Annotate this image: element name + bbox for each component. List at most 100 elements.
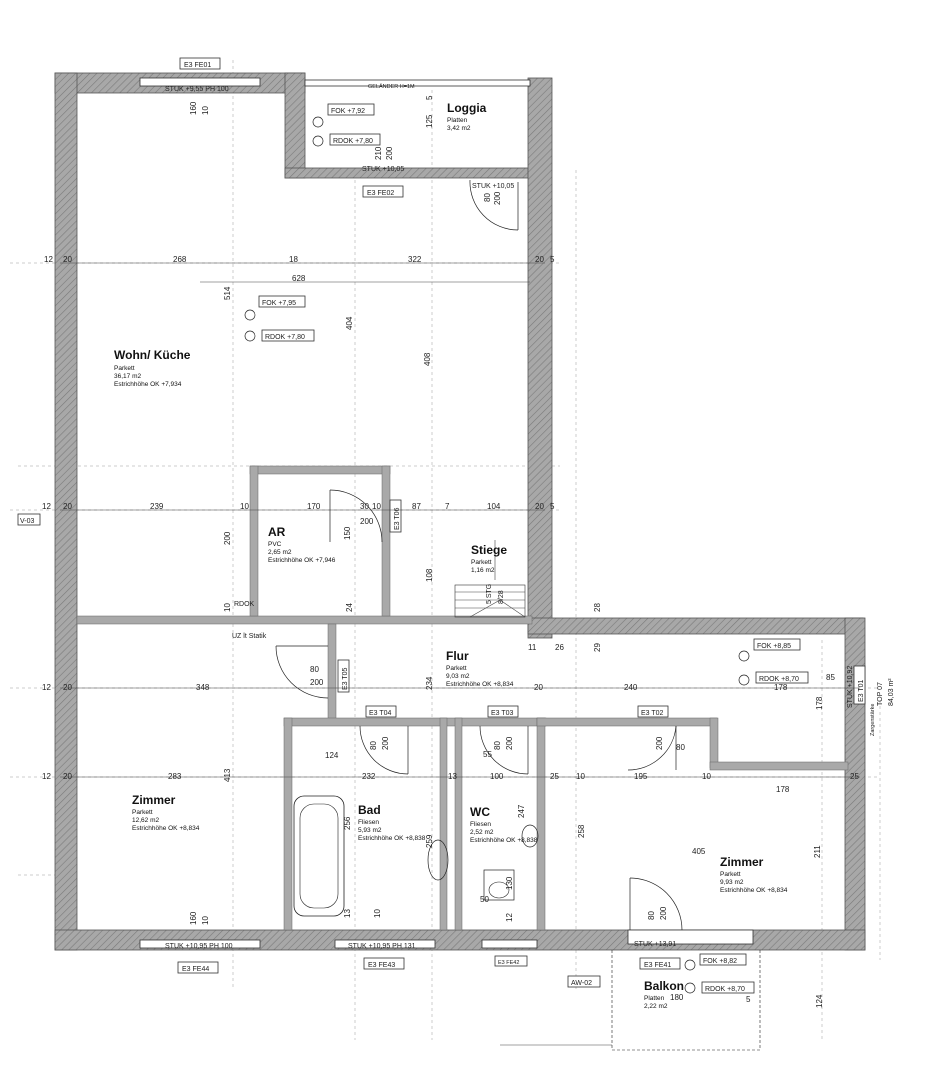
window-wohn xyxy=(139,77,261,87)
stairs xyxy=(454,540,526,618)
dim: 87 xyxy=(412,502,421,511)
tag-t04: E3 T04 xyxy=(369,710,392,717)
dim: 348 xyxy=(196,683,210,692)
dim: 12 xyxy=(42,502,51,511)
dim: 28 xyxy=(593,603,602,612)
stuk-bottom-right: STUK +13,91 xyxy=(634,941,676,948)
wall-loggia-bottom xyxy=(284,167,531,179)
dim: 11 xyxy=(528,643,537,652)
railing-loggia xyxy=(304,79,531,87)
dim: 12 xyxy=(42,683,51,692)
wall-loggia-left xyxy=(284,72,306,179)
tag-t03: E3 T03 xyxy=(491,710,514,717)
dim: 20 xyxy=(63,772,72,781)
level-fok-flur: FOK +8,85 xyxy=(757,643,791,650)
dim: 5 xyxy=(746,995,751,1004)
dim: 26 xyxy=(555,643,564,652)
dim: 13 xyxy=(448,772,457,781)
stuk-bottom-left: STUK +10,95 PH 100 xyxy=(165,943,233,950)
dim: 125 xyxy=(425,114,434,128)
dim: 232 xyxy=(362,772,376,781)
dim: 104 xyxy=(487,502,501,511)
level-boxes: FOK +7,92 RDOK +7,80 FOK +7,95 RDOK +7,8… xyxy=(258,103,809,994)
dim: 10 xyxy=(223,603,232,612)
tag-t02: E3 T02 xyxy=(641,710,664,717)
room-bad-floor: Fliesen xyxy=(358,819,379,826)
dim: 10 xyxy=(576,772,585,781)
dim: 20 xyxy=(63,502,72,511)
level-rdok-loggia: RDOK +7,80 xyxy=(333,138,373,145)
dim: 283 xyxy=(168,772,182,781)
room-ar-name: AR xyxy=(268,525,286,539)
doors xyxy=(275,179,683,931)
dim: 405 xyxy=(692,847,706,856)
room-flur-estrich: Estrichhöhe OK +8,834 xyxy=(446,681,514,688)
dim: 259 xyxy=(425,834,434,848)
label-rdok: RDOK xyxy=(234,601,255,608)
level-rdok-flur: RDOK +8,70 xyxy=(759,676,799,683)
room-wc-area: 2,52 m2 xyxy=(470,829,494,836)
dim: 108 xyxy=(425,568,434,582)
room-loggia-floor: Platten xyxy=(447,117,468,124)
label-top: TOP 07 xyxy=(877,682,884,706)
dim: 258 xyxy=(577,824,586,838)
label-uz: UZ lt Statik xyxy=(232,633,267,640)
stuk-labels: STUK +9,55 PH 100 STUK +10,05 STUK +10,0… xyxy=(165,86,854,950)
dim: 12 xyxy=(42,772,51,781)
door-wc xyxy=(479,725,529,775)
room-stiege-area: 1,16 m2 xyxy=(471,567,495,574)
dim: 5 xyxy=(425,95,434,100)
dimensions: 160 10 125 5 210 200 80 200 12 20 268 18… xyxy=(42,95,859,1008)
room-wohn-area: 36,17 m2 xyxy=(114,373,141,380)
dim: 247 xyxy=(517,804,526,818)
dim: 20 xyxy=(535,502,544,511)
dim: 413 xyxy=(223,768,232,782)
tag-fe42: E3 FE42 xyxy=(498,960,519,966)
room-wc-name: WC xyxy=(470,805,490,819)
dim: 10 xyxy=(201,106,210,115)
wall-bad-top xyxy=(283,717,547,727)
dim: 80 xyxy=(493,741,502,750)
dim: 514 xyxy=(223,286,232,300)
dim: 12 xyxy=(505,913,514,922)
level-fok-loggia: FOK +7,92 xyxy=(331,108,365,115)
dim: 178 xyxy=(774,683,788,692)
dim: 10 xyxy=(373,909,382,918)
dim: 200 xyxy=(360,517,374,526)
room-zimmer1-area: 12,62 m2 xyxy=(132,817,159,824)
bathtub xyxy=(293,795,345,917)
room-flur-name: Flur xyxy=(446,649,469,663)
wall-zimmer2-top2 xyxy=(709,761,849,771)
window-bad xyxy=(334,939,436,949)
door-bad xyxy=(359,725,409,775)
wall-flur-top xyxy=(527,617,864,635)
room-ar-floor: PVC xyxy=(268,541,282,548)
stuk-loggia-2: STUK +10,05 xyxy=(472,183,514,190)
room-balkon-area: 2,22 m2 xyxy=(644,1003,668,1010)
room-bad-name: Bad xyxy=(358,803,381,817)
tag-fe01: E3 FE01 xyxy=(184,62,211,69)
room-loggia-area: 3,42 m2 xyxy=(447,125,471,132)
dim: 240 xyxy=(624,683,638,692)
dimension-lines xyxy=(60,262,860,778)
dim: 408 xyxy=(423,352,432,366)
room-wohn-estrich: Estrichhöhe OK +7,934 xyxy=(114,381,182,388)
dim: 10 xyxy=(372,502,381,511)
tag-aw02: AW-02 xyxy=(571,980,592,987)
dim: 24 xyxy=(345,603,354,612)
room-wohn-name: Wohn/ Küche xyxy=(114,348,191,362)
wall-ar-top xyxy=(249,465,391,475)
room-ar-estrich: Estrichhöhe OK +7,946 xyxy=(268,557,336,564)
dim: 10 xyxy=(201,916,210,925)
stuk-top: STUK +9,55 PH 100 xyxy=(165,86,229,93)
room-zimmer2-name: Zimmer xyxy=(720,855,764,869)
level-rdok-wohn: RDOK +7,80 xyxy=(265,334,305,341)
dim: 50 xyxy=(480,895,489,904)
room-wc-floor: Fliesen xyxy=(470,821,491,828)
room-flur-area: 9,03 m2 xyxy=(446,673,470,680)
tag-fe44: E3 FE44 xyxy=(182,966,209,973)
room-balkon-floor: Platten xyxy=(644,995,665,1002)
room-loggia-name: Loggia xyxy=(447,101,487,115)
wall-ar-right xyxy=(381,465,391,617)
